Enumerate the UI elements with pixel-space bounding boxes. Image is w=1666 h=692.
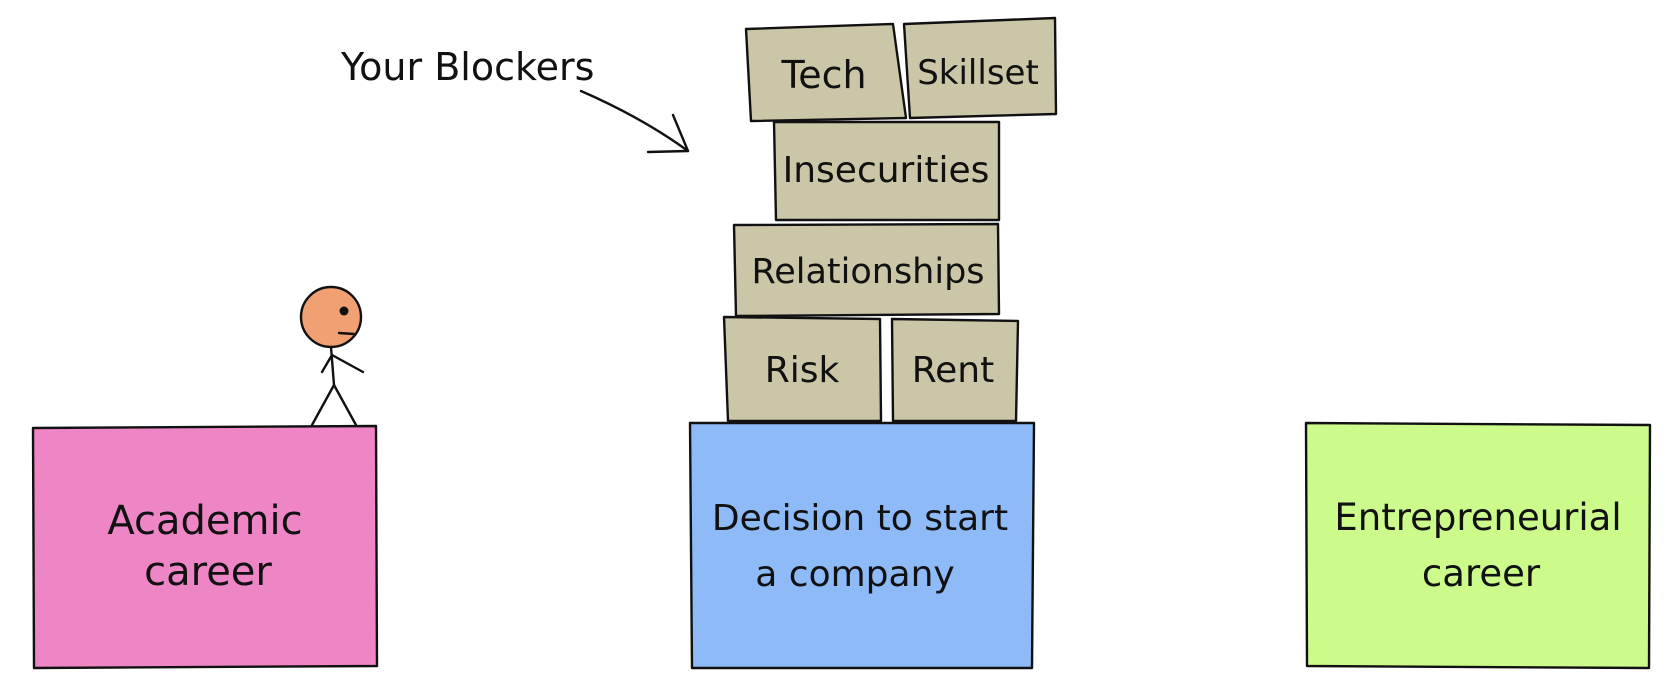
academic-career-platform: Academic career [33,426,377,668]
stick-figure-legs [312,385,356,425]
blocker-tech-label: Tech [780,53,866,97]
blocker-rent: Rent [892,319,1018,421]
blocker-tech: Tech [746,24,906,121]
academic-career-label-line2: career [144,549,272,595]
decision-platform: Decision to start a company [690,423,1034,668]
entrepreneurial-career-box [1306,423,1650,668]
blocker-relationships-label: Relationships [751,252,984,292]
blocker-skillset-label: Skillset [917,53,1039,93]
academic-career-box [33,426,377,668]
stick-figure [301,287,363,425]
blocker-insecurities: Insecurities [774,122,999,220]
your-blockers-label: Your Blockers [340,45,594,89]
stick-figure-body [331,347,334,385]
entrepreneurial-career-label-line1: Entrepreneurial [1334,496,1621,539]
blocker-relationships: Relationships [734,224,999,316]
blocker-skillset: Skillset [904,18,1056,118]
blockers-arrow [581,91,688,151]
decision-box [690,423,1034,668]
blocker-insecurities-label: Insecurities [783,150,990,191]
stick-figure-eye [340,307,349,316]
blocker-risk: Risk [724,317,881,421]
blocker-rent-label: Rent [912,350,994,391]
blocker-risk-label: Risk [765,350,840,391]
entrepreneurial-career-label-line2: career [1422,552,1541,595]
academic-career-label-line1: Academic [107,498,302,544]
decision-label-line2: a company [755,554,954,595]
entrepreneurial-career-platform: Entrepreneurial career [1306,423,1650,668]
stick-figure-arms [322,355,363,372]
decision-label-line1: Decision to start [712,498,1008,539]
your-blockers-annotation: Your Blockers [340,45,688,152]
stick-figure-mouth [339,333,354,334]
stick-figure-head [301,287,361,347]
